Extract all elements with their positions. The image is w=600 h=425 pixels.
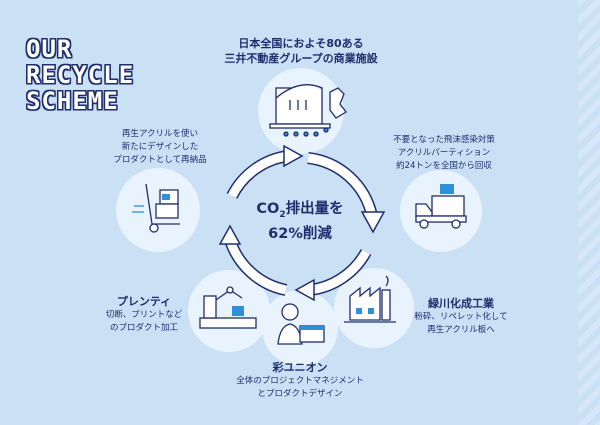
caption-bottom-left-line-1: 切断、プリントなど — [105, 310, 183, 320]
center-co2-reduction: CO2排出量を 62%削減 — [225, 200, 375, 244]
caption-top-line-2: 三井不動産グループの商業施設 — [224, 52, 378, 65]
truck-icon — [415, 184, 467, 229]
caption-left-line-2: 新たにデザインした — [121, 142, 199, 152]
caption-right-line-2: アクリルパーティション — [397, 148, 491, 158]
caption-right-line-1: 不要となった飛沫感染対策 — [393, 135, 495, 145]
decorative-stripe — [578, 0, 600, 425]
title-line-3: SCHEME — [26, 87, 119, 115]
building-map-icon — [269, 84, 347, 137]
caption-bottom-left-line-2: のプロダクト加工 — [109, 323, 178, 333]
center-line-1: CO2排出量を — [256, 201, 344, 220]
caption-bottom-left: プレンティ 切断、プリントなど のプロダクト加工 — [88, 294, 200, 335]
cycle-arrow-head-bottom — [294, 278, 315, 302]
title-line-2: RECYCLE — [26, 61, 135, 89]
cycle-arrows — [218, 144, 386, 302]
caption-top: 日本全国におよそ80ある 三井不動産グループの商業施設 — [208, 36, 394, 66]
caption-bottom-left-name: プレンティ — [116, 295, 172, 308]
title-line-1: OUR — [26, 35, 73, 63]
caption-left-line-1: 再生アクリルを使い — [121, 129, 199, 139]
caption-bottom-right-name: 緑川化成工業 — [428, 297, 494, 310]
hand-truck-icon — [132, 183, 180, 233]
robot-arm-icon — [199, 286, 257, 329]
caption-left-line-3: プロダクトとして再納品 — [113, 155, 207, 165]
cycle-arrow-head-left — [218, 224, 242, 245]
caption-right: 不要となった飛沫感染対策 アクリルパーティション 約24トンを全国から回収 — [376, 134, 512, 173]
caption-left: 再生アクリルを使い 新たにデザインした プロダクトとして再納品 — [100, 128, 220, 167]
caption-bottom-name: 彩ユニオン — [272, 361, 328, 374]
caption-top-line-1: 日本全国におよそ80ある — [238, 37, 364, 50]
center-line-2: 62%削減 — [268, 225, 332, 242]
cycle-arrow-head-top — [283, 144, 304, 168]
caption-bottom-right-line-2: 再生アクリル板へ — [427, 325, 495, 335]
caption-bottom: 彩ユニオン 全体のプロジェクトマネジメント とプロダクトデザイン — [224, 360, 376, 401]
caption-bottom-right-line-1: 粉砕、リペレット化して — [414, 312, 508, 322]
caption-bottom-line-1: 全体のプロジェクトマネジメント — [236, 376, 364, 386]
caption-bottom-right: 緑川化成工業 粉砕、リペレット化して 再生アクリル板へ — [406, 296, 516, 337]
caption-right-line-3: 約24トンを全国から回収 — [396, 161, 492, 171]
factory-icon — [344, 275, 396, 323]
caption-bottom-line-2: とプロダクトデザイン — [257, 389, 343, 399]
cycle-arrow-head-right — [360, 211, 386, 234]
designer-icon — [277, 303, 325, 345]
scheme-title: OUR RECYCLE SCHEME — [26, 36, 134, 114]
